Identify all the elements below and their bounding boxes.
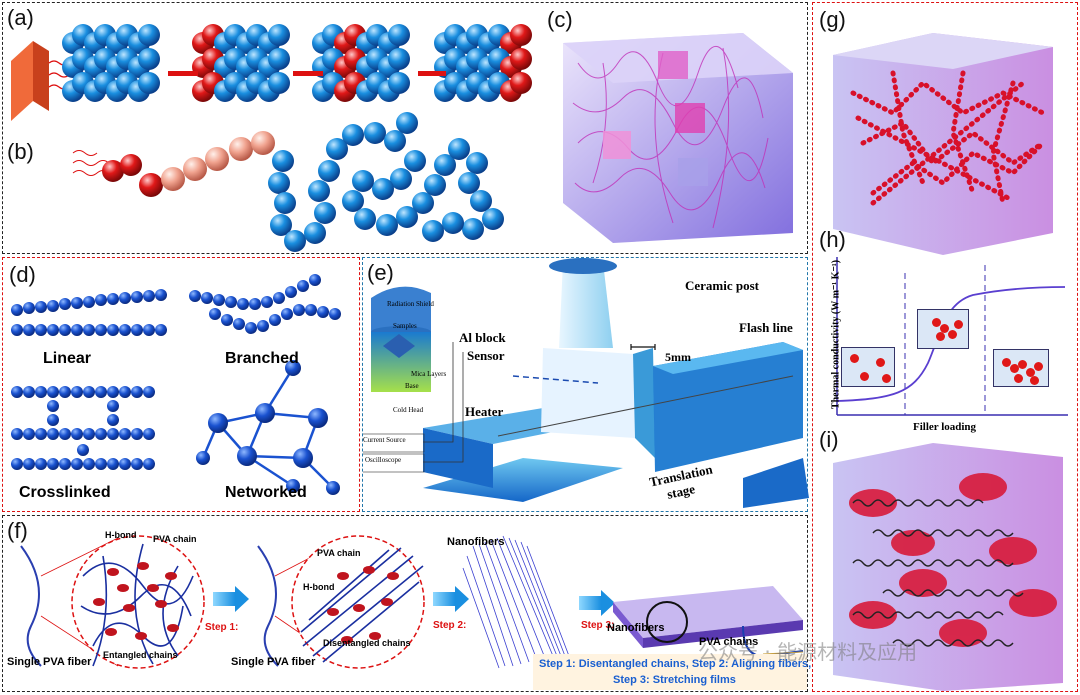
panel-label-e: (e) [367,260,394,285]
label-current-source: Current Source [363,436,406,444]
label-entangled: Entangled chains [103,650,178,660]
label-single-fiber-1: Single PVA fiber [7,656,92,668]
label-networked: Networked [225,484,307,501]
lattice-atom [388,72,410,94]
label-crosslinked: Crosslinked [19,484,111,501]
lattice-atom [268,48,290,70]
label-sensor: Sensor [467,348,505,363]
watermark: 公众号 · 能源材料及应用 [698,640,918,664]
measurement-setup [363,258,809,508]
panel-f: (f) Single P [2,515,812,692]
inset-low-loading [841,347,895,387]
lattice-atom [510,48,532,70]
label-gap: 5mm [665,350,691,364]
label-disentangled: Disentangled chains [323,638,411,648]
inset-mid-loading [917,309,969,349]
lattice-atom [268,24,290,46]
label-linear: Linear [43,350,92,367]
panel-ab: (a) (b) (c) [2,2,808,254]
lattice-atom [510,72,532,94]
panel-label-a: (a) [7,5,34,30]
label-pva-chain-2: PVA chain [317,548,361,558]
label-radiation-shield: Radiation Shield [387,300,434,308]
label-step3: Step 3: [581,620,615,631]
label-pva-chains: PVA chains [699,636,759,648]
phonon-chain-illustration [11,24,532,252]
label-step1: Step 1: [205,622,239,633]
label-nanofibers-2: Nanofibers [607,622,665,634]
lattice-atom [388,24,410,46]
panel-label-g: (g) [819,7,846,32]
label-pva-chain-1: PVA chain [153,534,197,544]
chart-x-axis-label: Filler loading [913,421,977,433]
panel-d: (d) Linear Branched Crosslinked Networke… [2,257,360,512]
lattice-atom [510,24,532,46]
panel-label-b: (b) [7,139,34,164]
panel-label-c: (c) [547,7,573,32]
label-nanofibers-1: Nanofibers [447,536,505,548]
lattice-atom [138,48,160,70]
label-ceramic-post: Ceramic post [685,278,760,293]
label-al-block: Al block [459,330,506,345]
label-base: Base [405,382,419,390]
inset-high-loading [993,349,1049,387]
panel-e: (e) Radiation Shield Samples Mica Layers… [362,257,809,512]
lattice-atom [138,72,160,94]
label-oscilloscope: Oscilloscope [365,456,402,464]
label-branched: Branched [225,350,299,367]
polymer-architectures [11,274,341,495]
caption-line-2: Step 3: Stretching films [613,674,736,686]
panel-label-d: (d) [9,262,36,287]
panel-ghi: (g) (h) (i) [812,2,1078,692]
lattice-atom [138,24,160,46]
lattice-atom [388,48,410,70]
label-step2: Step 2: [433,620,467,631]
filler-network-cubes [833,33,1068,691]
chart-y-axis-label: Thermal conductivity (W m⁻¹ K⁻¹) [830,259,842,410]
label-samples: Samples [393,322,417,330]
label-h-bond-1: H-bond [105,530,137,540]
label-heater: Heater [465,404,504,419]
label-flash-line: Flash line [739,320,793,335]
label-cold-head: Cold Head [393,406,424,414]
label-single-fiber-2: Single PVA fiber [231,656,316,668]
polymer-composite-cube [563,33,793,243]
panel-label-f: (f) [7,518,28,543]
label-mica-layers: Mica Layers [411,370,447,378]
caption-line-1: Step 1: Disentangled chains, Step 2: Ali… [539,658,812,670]
panel-label-h: (h) [819,227,846,252]
label-h-bond-2: H-bond [303,582,335,592]
pva-processing-steps [20,535,807,690]
panel-label-i: (i) [819,427,839,452]
lattice-atom [268,72,290,94]
